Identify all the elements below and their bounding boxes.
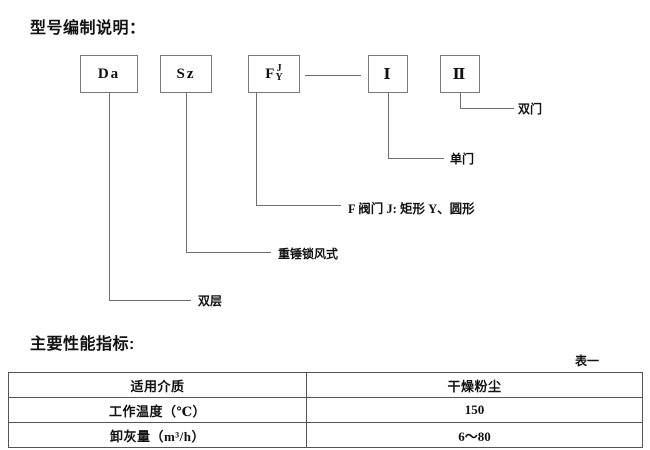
code-box-roman-one: Ⅰ [368, 55, 408, 93]
table-cell-value: 干燥粉尘 [306, 372, 643, 398]
page-title-model-code: 型号编制说明： [30, 20, 146, 37]
code-box-roman-two-label: Ⅱ [452, 66, 468, 83]
leader-line-f-horizontal [256, 205, 341, 206]
leader-line-sz-vertical [186, 93, 187, 252]
table-cell-label: 适用介质 [8, 372, 307, 398]
table-cell-value: 6～80 [306, 422, 643, 448]
code-box-da-label: Da [97, 65, 121, 82]
leader-line-sz-horizontal [186, 252, 271, 253]
code-box-f-numerator: J [276, 62, 282, 74]
leader-line-roman-one-vertical [388, 93, 389, 158]
leader-line-roman-one-horizontal [388, 158, 444, 159]
leader-line-roman-two-vertical [460, 93, 461, 108]
code-box-da: Da [80, 55, 138, 93]
table-row: 适用介质 干燥粉尘 [8, 372, 643, 398]
table-row: 卸灰量（m³/h） 6～80 [8, 422, 643, 448]
page-title-performance: 主要性能指标: [30, 336, 135, 353]
performance-table: 适用介质 干燥粉尘 工作温度（℃） 150 卸灰量（m³/h） 6～80 [8, 372, 643, 448]
table-caption: 表一 [575, 354, 600, 368]
callout-label-weight-lock: 重锤锁风式 [278, 247, 339, 261]
leader-line-da-horizontal [109, 300, 191, 301]
leader-line-f-vertical [256, 93, 257, 205]
table-cell-value: 150 [306, 397, 643, 423]
table-cell-label: 工作温度（℃） [8, 397, 307, 423]
code-box-sz-label: Sz [176, 65, 196, 82]
code-box-f-fraction: J Y [275, 62, 283, 83]
leader-line-da-vertical [109, 93, 110, 300]
callout-label-single-door: 单门 [450, 152, 475, 166]
code-box-f-label: F [265, 65, 275, 82]
code-box-roman-two: Ⅱ [440, 55, 480, 93]
code-box-f-denominator: Y [275, 72, 283, 83]
code-box-f: F J Y [248, 55, 300, 93]
connector-dash-f-to-one [305, 75, 361, 76]
code-box-sz: Sz [160, 55, 212, 93]
leader-line-roman-two-horizontal [460, 108, 514, 109]
table-cell-label: 卸灰量（m³/h） [8, 422, 307, 448]
code-box-roman-one-label: Ⅰ [383, 66, 393, 83]
table-row: 工作温度（℃） 150 [8, 397, 643, 423]
callout-label-double-door: 双门 [518, 102, 543, 116]
callout-label-double-layer: 双层 [198, 294, 223, 308]
callout-label-valve-shape: F 阀门 J: 矩形 Y、圆形 [348, 202, 475, 216]
